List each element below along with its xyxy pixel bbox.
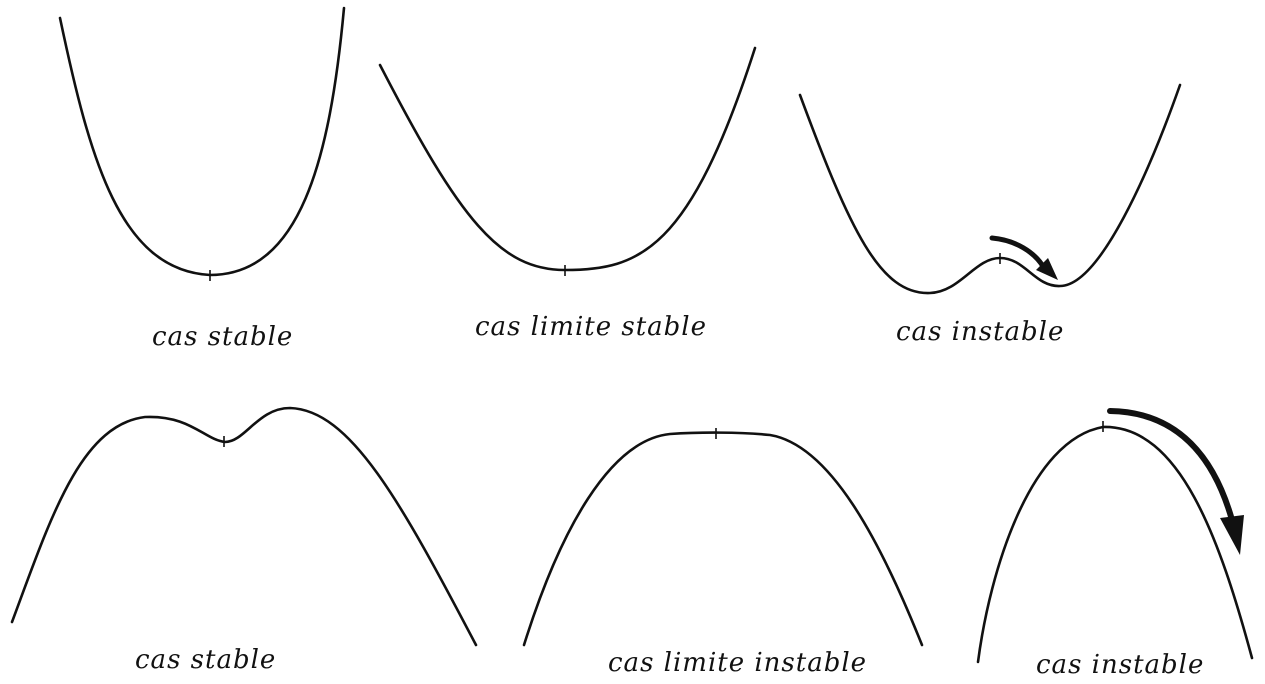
potential-curve-flat-well: [378, 46, 757, 272]
caption-top-left: cas stable: [152, 322, 294, 352]
potential-curve-dip-on-hill: [10, 406, 478, 647]
potential-curve-double-well: [798, 83, 1182, 295]
arrow-head-icon: [1220, 515, 1244, 555]
potential-curve-flat-hill: [522, 431, 924, 647]
roll-direction-arrow: [1107, 408, 1235, 523]
caption-top-right: cas instable: [896, 317, 1065, 347]
potential-curve-hilltop: [976, 425, 1254, 664]
arrow-head-icon: [1036, 258, 1058, 280]
roll-direction-arrow: [989, 235, 1047, 271]
panel-top-middle: [378, 46, 757, 276]
caption-top-middle: cas limite stable: [475, 312, 708, 342]
panel-top-left: [58, 6, 346, 281]
panel-top-right: [798, 83, 1182, 295]
potential-curve-deep-well: [58, 6, 346, 277]
caption-bottom-right: cas instable: [1036, 650, 1205, 680]
panel-bottom-left: [10, 406, 478, 647]
caption-bottom-middle: cas limite instable: [608, 648, 868, 678]
panel-bottom-right: [976, 408, 1254, 664]
caption-bottom-left: cas stable: [135, 645, 277, 675]
panel-bottom-middle: [522, 428, 924, 647]
